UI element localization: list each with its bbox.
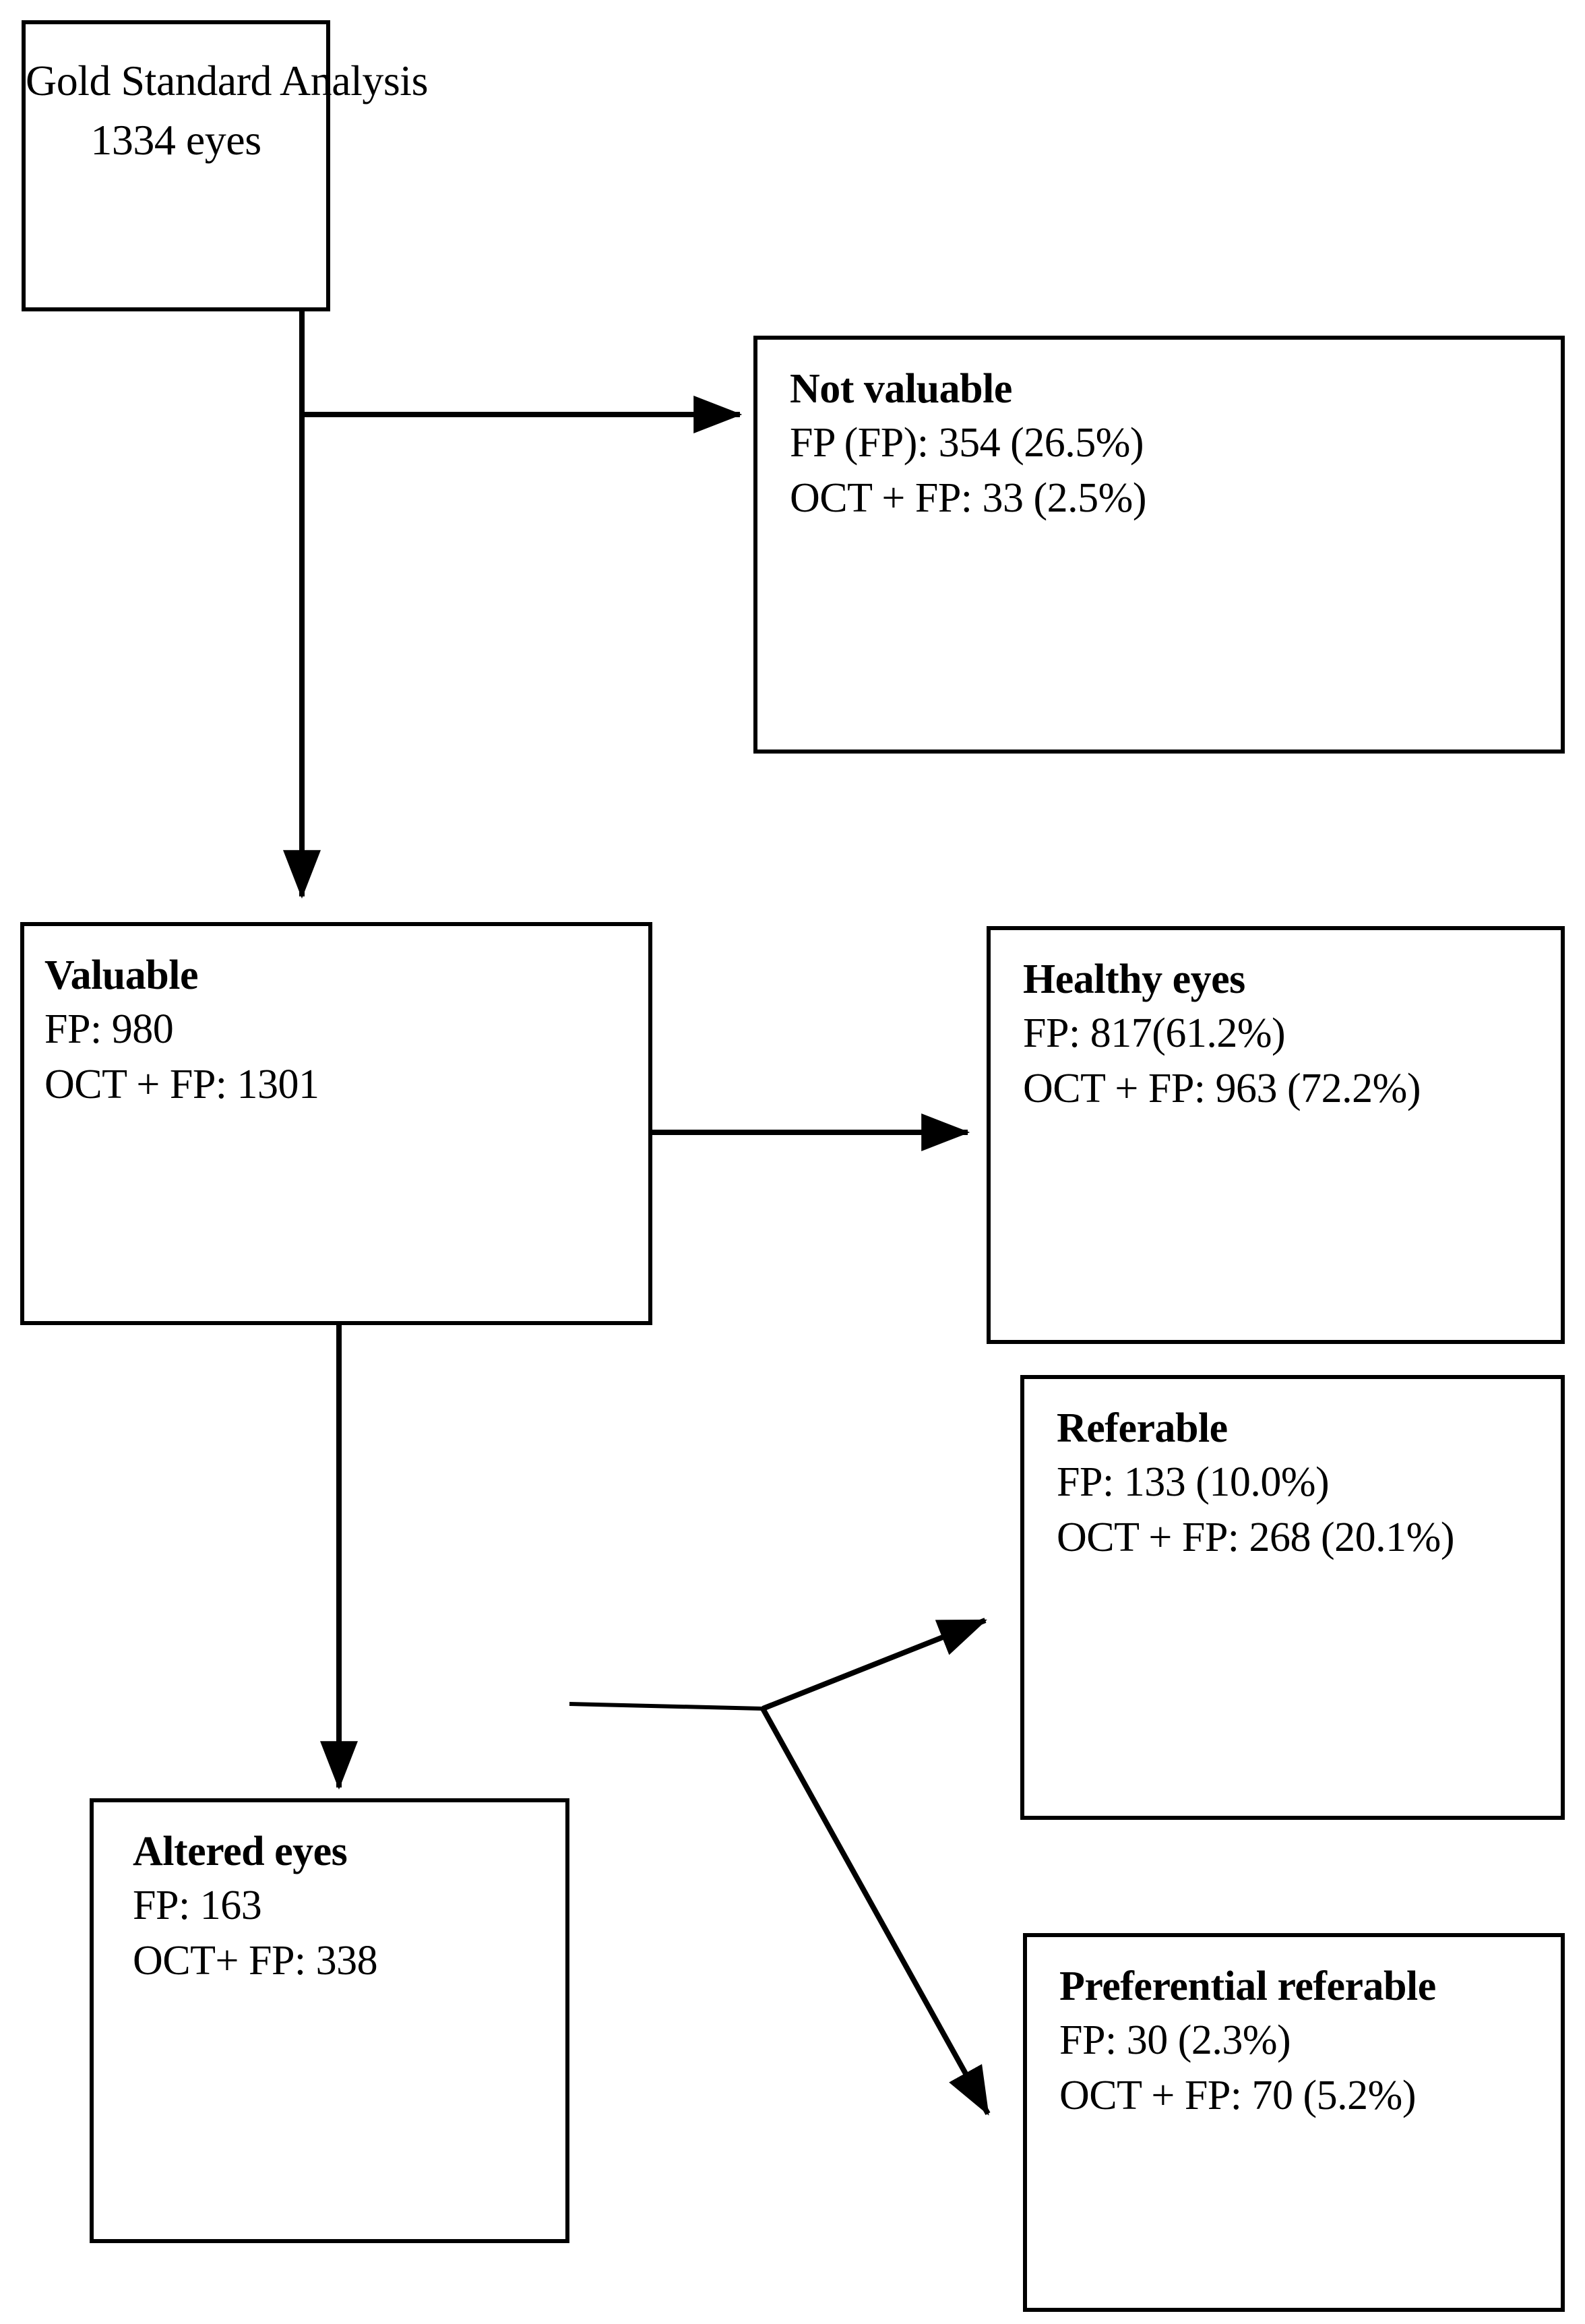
node-not-valuable-line2: OCT + FP: 33 (2.5%) <box>790 475 1146 522</box>
node-altered-eyes-title: Altered eyes <box>133 1829 348 1874</box>
node-altered-eyes: Altered eyes FP: 163 OCT+ FP: 338 <box>90 1798 569 2243</box>
node-altered-eyes-text: Altered eyes FP: 163 OCT+ FP: 338 <box>133 1825 552 1989</box>
node-preferential-referable-line2: OCT + FP: 70 (5.2%) <box>1059 2073 1416 2119</box>
node-healthy-eyes-title: Healthy eyes <box>1023 956 1245 1002</box>
node-valuable-text: Valuable FP: 980 OCT + FP: 1301 <box>44 949 635 1113</box>
connector-altered-eyes-fork <box>569 1702 764 1711</box>
node-gold-standard-analysis-line2: 1334 eyes <box>90 116 261 164</box>
node-healthy-eyes-line1: FP: 817(61.2%) <box>1023 1010 1286 1057</box>
node-not-valuable-text: Not valuable FP (FP): 354 (26.5%) OCT + … <box>790 363 1547 526</box>
connector-gold-standard-to-not-valuable <box>299 311 743 433</box>
node-referable: Referable FP: 133 (10.0%) OCT + FP: 268 … <box>1020 1375 1565 1820</box>
node-valuable-line2: OCT + FP: 1301 <box>44 1062 319 1108</box>
node-healthy-eyes-text: Healthy eyes FP: 817(61.2%) OCT + FP: 96… <box>1023 953 1547 1117</box>
node-gold-standard-analysis: Gold Standard Analysis 1334 eyes <box>22 20 428 311</box>
connector-altered-eyes-to-referable <box>762 1618 987 1711</box>
node-referable-line2: OCT + FP: 268 (20.1%) <box>1057 1515 1454 1561</box>
node-valuable-line1: FP: 980 <box>44 1006 174 1053</box>
node-healthy-eyes-line2: OCT + FP: 963 (72.2%) <box>1023 1066 1421 1112</box>
node-referable-line1: FP: 133 (10.0%) <box>1057 1459 1330 1506</box>
node-referable-text: Referable FP: 133 (10.0%) OCT + FP: 268 … <box>1057 1402 1547 1566</box>
node-referable-title: Referable <box>1057 1405 1228 1451</box>
node-gold-standard-analysis-line1: Gold Standard Analysis <box>26 57 428 104</box>
connector-altered-eyes-to-preferential-referable <box>760 1707 991 2116</box>
node-not-valuable-title: Not valuable <box>790 366 1012 412</box>
node-preferential-referable: Preferential referable FP: 30 (2.3%) OCT… <box>1023 1933 1565 2312</box>
node-healthy-eyes: Healthy eyes FP: 817(61.2%) OCT + FP: 96… <box>987 926 1565 1344</box>
node-valuable-title: Valuable <box>44 952 199 998</box>
node-altered-eyes-line2: OCT+ FP: 338 <box>133 1938 378 1984</box>
node-altered-eyes-line1: FP: 163 <box>133 1883 262 1929</box>
node-preferential-referable-line1: FP: 30 (2.3%) <box>1059 2017 1291 2064</box>
node-not-valuable: Not valuable FP (FP): 354 (26.5%) OCT + … <box>753 336 1565 754</box>
node-preferential-referable-text: Preferential referable FP: 30 (2.3%) OCT… <box>1059 1960 1547 2124</box>
node-not-valuable-line1: FP (FP): 354 (26.5%) <box>790 420 1144 466</box>
node-valuable: Valuable FP: 980 OCT + FP: 1301 <box>20 922 652 1325</box>
node-preferential-referable-title: Preferential referable <box>1059 1963 1436 2009</box>
node-gold-standard-analysis-text: Gold Standard Analysis 1334 eyes <box>26 51 428 171</box>
